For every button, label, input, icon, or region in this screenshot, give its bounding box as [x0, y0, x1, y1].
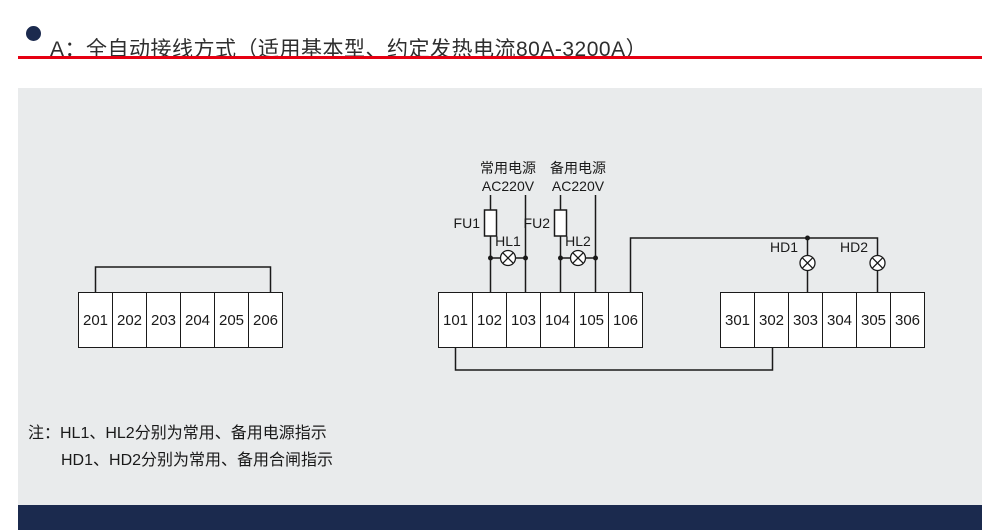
terminal-block-100: 101 102 103 104 105 106 [438, 292, 643, 348]
lamp-hl1-icon [499, 249, 517, 267]
note-line-1: 注：HL1、HL2分别为常用、备用电源指示 [28, 425, 327, 442]
hl1-label: HL1 [495, 233, 521, 249]
terminal-cell: 201 [78, 292, 113, 348]
terminal-cell: 105 [574, 292, 609, 348]
terminal-cell: 104 [540, 292, 575, 348]
title-underline [18, 56, 982, 59]
terminal-cell: 304 [822, 292, 857, 348]
terminal-cell: 102 [472, 292, 507, 348]
terminal-cell: 203 [146, 292, 181, 348]
terminal-cell: 306 [890, 292, 925, 348]
hl2-label: HL2 [565, 233, 591, 249]
terminal-cell: 103 [506, 292, 541, 348]
section-bullet-icon [26, 26, 41, 41]
hd2-label: HD2 [839, 239, 868, 255]
normal-power-label: 常用电源 [480, 160, 536, 176]
terminal-cell: 106 [608, 292, 643, 348]
terminal-cell: 204 [180, 292, 215, 348]
normal-power-voltage: AC220V [481, 178, 535, 194]
terminal-cell: 206 [248, 292, 283, 348]
notes: 注：HL1、HL2分别为常用、备用电源指示 HD1、HD2分别为常用、备用合闸指… [28, 420, 333, 474]
terminal-cell: 305 [856, 292, 891, 348]
backup-power-label: 备用电源 [550, 160, 606, 176]
wiring-svg [94, 195, 886, 371]
terminal-block-200: 201 202 203 204 205 206 [78, 292, 283, 348]
junction-dots [488, 235, 810, 261]
wire-bridge-201-206 [94, 266, 272, 292]
wire-101-302-link [454, 348, 774, 371]
backup-power-voltage: AC220V [551, 178, 605, 194]
page-title: A：全自动接线方式（适用基本型、约定发热电流80A-3200A） [50, 38, 648, 62]
fu1-label: FU1 [453, 215, 480, 231]
lamp-hl2-icon [569, 249, 587, 267]
lamp-hd1-icon [799, 254, 816, 272]
hd1-label: HD1 [769, 239, 798, 255]
note-line-2: HD1、HD2分别为常用、备用合闸指示 [61, 452, 334, 469]
fuse-fu1-symbol [483, 209, 498, 237]
lamp-hd2-icon [869, 254, 886, 272]
terminal-cell: 302 [754, 292, 789, 348]
fuse-fu2-symbol [553, 209, 568, 237]
terminal-cell: 303 [788, 292, 823, 348]
diagram-panel: 常用电源 AC220V 备用电源 AC220V FU1 FU2 HL1 HL2 … [18, 88, 982, 505]
terminal-cell: 301 [720, 292, 755, 348]
terminal-cell: 101 [438, 292, 473, 348]
terminal-cell: 205 [214, 292, 249, 348]
fu2-label: FU2 [523, 215, 550, 231]
terminal-cell: 202 [112, 292, 147, 348]
terminal-block-300: 301 302 303 304 305 306 [720, 292, 925, 348]
footer-bar [18, 505, 982, 530]
